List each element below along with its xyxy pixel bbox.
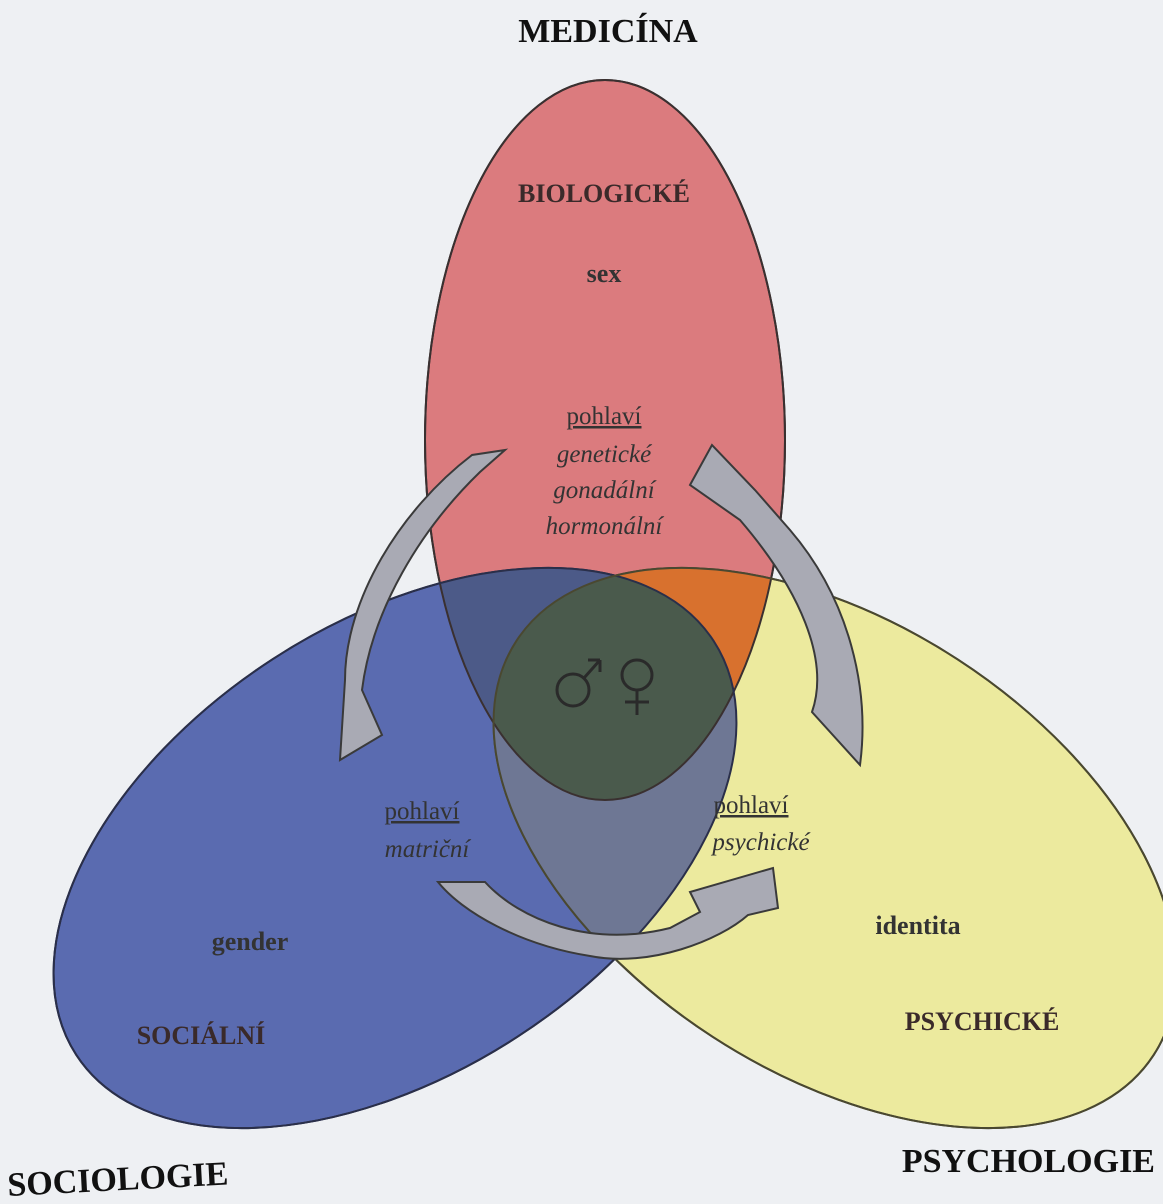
gender-symbols [555,658,654,715]
arrow-bio-to-psych-icon [688,443,864,768]
discipline-psychology: PSYCHOLOGIE [902,1143,1155,1180]
social-pohlavi-label: pohlaví [385,798,460,825]
biological-item-hormonal: hormonální [546,513,665,540]
biological-pohlavi-label: pohlaví [567,403,642,430]
psychical-pohlavi-label: pohlaví [714,792,789,819]
cycle-arrow-icon [338,443,864,960]
biological-domain-label: BIOLOGICKÉ [518,179,690,208]
discipline-medicine: MEDICÍNA [518,13,698,50]
psychical-term: identita [875,911,960,940]
center-overlap [493,567,785,800]
arrow-bio-to-social-icon [338,448,509,762]
discipline-sociology: SOCIOLOGIE [6,1155,229,1204]
psychical-domain-label: PSYCHICKÉ [905,1007,1060,1036]
male-symbol-icon [555,658,602,708]
female-symbol-icon [620,658,654,715]
social-domain-label: SOCIÁLNÍ [137,1021,266,1050]
psychical-item-psychicke: psychické [710,829,810,856]
social-term: gender [212,927,289,956]
social-item-matricni: matriční [385,836,472,863]
biological-term: sex [587,259,622,288]
biological-item-gonadal: gonadální [553,477,656,504]
arrow-social-to-psych-icon [435,866,780,960]
biological-item-genetic: genetické [557,441,652,468]
